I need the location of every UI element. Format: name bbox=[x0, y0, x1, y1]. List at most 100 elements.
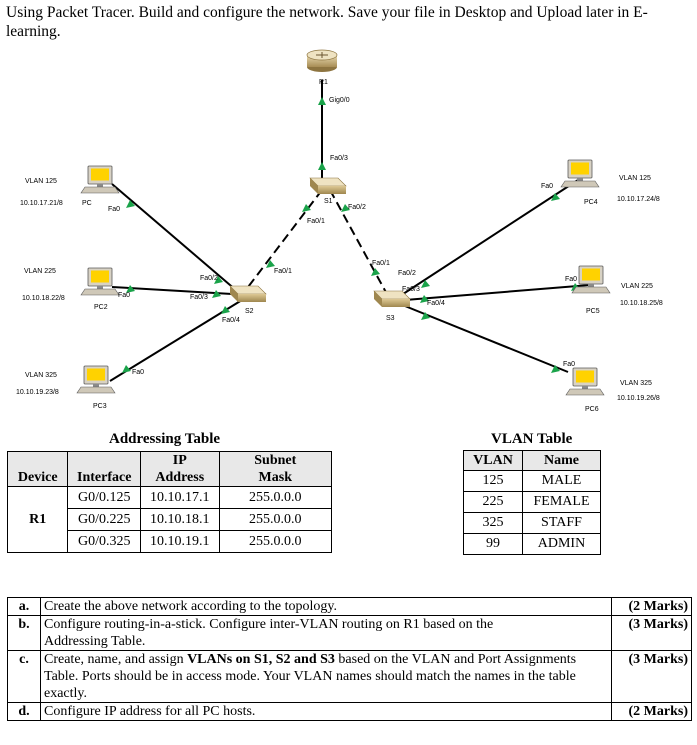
task-marks: (2 Marks) bbox=[611, 702, 692, 721]
pc-vlan-label: VLAN 225 bbox=[24, 268, 56, 275]
pc-ip-label: 10.10.17.24/8 bbox=[617, 196, 660, 203]
interface-cell: G0/0.325 bbox=[67, 530, 142, 553]
pc-ip-label: 10.10.17.21/8 bbox=[20, 200, 63, 207]
task-label: b. bbox=[7, 615, 41, 651]
pc-2-icon[interactable] bbox=[80, 267, 120, 296]
ip-cell: 10.10.17.1 bbox=[140, 486, 220, 509]
addressing-table-title: Addressing Table bbox=[109, 431, 221, 447]
link-s1-s2 bbox=[244, 189, 323, 292]
s1-port-label: Fa0/2 bbox=[348, 204, 366, 211]
links bbox=[109, 80, 591, 382]
router-port-label: Gig0/0 bbox=[329, 97, 350, 104]
pc-5-icon[interactable] bbox=[571, 265, 611, 294]
interface-cell: G0/0.125 bbox=[67, 486, 142, 509]
task-marks: (3 Marks) bbox=[611, 615, 692, 651]
ip-cell: 10.10.19.1 bbox=[140, 530, 220, 553]
link-s3-pc4 bbox=[399, 179, 579, 297]
pc-ip-label: 10.10.19.26/8 bbox=[617, 395, 660, 402]
s1-port-label: Fa0/3 bbox=[330, 155, 348, 162]
pc-vlan-label: VLAN 125 bbox=[619, 175, 651, 182]
pc-3-icon[interactable] bbox=[76, 365, 116, 394]
vlan-name-cell: STAFF bbox=[522, 512, 601, 534]
table-row: R1 G0/0.125 10.10.17.1 255.0.0.0 bbox=[6, 486, 333, 553]
tasks-table: a. Create the above network according to… bbox=[7, 597, 692, 721]
task-text: Create, name, and assign VLANs on S1, S2… bbox=[40, 650, 612, 703]
pc-name: PC3 bbox=[93, 403, 107, 410]
pc-ip-label: 10.10.19.23/8 bbox=[16, 389, 59, 396]
table-row: G0/0.325 10.10.19.1 255.0.0.0 bbox=[8, 530, 333, 553]
pc-port-label: Fa0 bbox=[563, 361, 575, 368]
link-s3-pc5 bbox=[404, 284, 591, 301]
pc-name: PC4 bbox=[584, 199, 598, 206]
mask-cell: 255.0.0.0 bbox=[218, 486, 333, 509]
network-topology-diagram: R1 Gig0/0 Fa0/3 S1 Fa0/1 Fa0/2 Fa0/1 Fa0… bbox=[16, 49, 663, 413]
task-row: a. Create the above network according to… bbox=[7, 597, 692, 616]
pc-vlan-label: VLAN 225 bbox=[621, 283, 653, 290]
task-row: c. Create, name, and assign VLANs on S1,… bbox=[7, 650, 692, 703]
s1-name: S1 bbox=[324, 198, 333, 205]
task-text: Create the above network according to th… bbox=[40, 597, 612, 616]
router-r1[interactable] bbox=[306, 49, 338, 72]
pc-port-label: Fa0 bbox=[118, 292, 130, 299]
header-interface: Interface bbox=[67, 451, 142, 487]
task-row: b. Configure routing-in-a-stick. Configu… bbox=[7, 615, 692, 651]
table-row: G0/0.225 10.10.18.1 255.0.0.0 bbox=[8, 508, 333, 531]
pc-name: PC2 bbox=[94, 304, 108, 311]
s3-name: S3 bbox=[386, 315, 395, 322]
port-indicators bbox=[122, 97, 580, 373]
mask-cell: 255.0.0.0 bbox=[218, 508, 333, 531]
task-label: d. bbox=[7, 702, 41, 721]
s1-port-label: Fa0/1 bbox=[307, 218, 325, 225]
header-device: Device bbox=[6, 451, 69, 487]
switch-s1[interactable] bbox=[309, 177, 347, 194]
pc-name: PC5 bbox=[586, 308, 600, 315]
link-pc3-s2 bbox=[109, 299, 243, 382]
pc-4-icon[interactable] bbox=[560, 159, 600, 188]
s2-port-label: Fa0/3 bbox=[190, 294, 208, 301]
ip-cell: 10.10.18.1 bbox=[140, 508, 220, 531]
task-label: c. bbox=[7, 650, 41, 703]
task-marks: (3 Marks) bbox=[611, 650, 692, 703]
vlan-id-cell: 225 bbox=[463, 491, 523, 513]
pc-port-label: Fa0 bbox=[108, 206, 120, 213]
s3-port-label: Fa0/3 bbox=[402, 286, 420, 293]
pc-vlan-label: VLAN 325 bbox=[25, 372, 57, 379]
switch-s3[interactable] bbox=[373, 290, 411, 307]
task-text: Configure IP address for all PC hosts. bbox=[40, 702, 612, 721]
s2-port-label: Fa0/4 bbox=[222, 317, 240, 324]
pc-vlan-label: VLAN 125 bbox=[25, 178, 57, 185]
vlan-name-cell: FEMALE bbox=[522, 491, 601, 513]
pc-name: PC6 bbox=[585, 406, 599, 413]
pc-6-icon[interactable] bbox=[565, 367, 605, 396]
header-vlan: VLAN bbox=[463, 450, 523, 471]
router-name: R1 bbox=[319, 79, 328, 86]
pc-1-icon[interactable] bbox=[80, 165, 120, 194]
s3-port-label: Fa0/1 bbox=[372, 260, 390, 267]
instruction-text: Using Packet Tracer. Build and configure… bbox=[6, 4, 648, 40]
header-name: Name bbox=[522, 450, 601, 471]
pc-port-label: Fa0 bbox=[541, 183, 553, 190]
vlan-id-cell: 125 bbox=[463, 470, 523, 492]
vlan-id-cell: 99 bbox=[463, 533, 523, 555]
s3-port-label: Fa0/2 bbox=[398, 270, 416, 277]
switch-s2[interactable] bbox=[229, 285, 267, 302]
pc-port-label: Fa0 bbox=[132, 369, 144, 376]
mask-cell: 255.0.0.0 bbox=[218, 530, 333, 553]
task-text: Configure routing-in-a-stick. Configure … bbox=[40, 615, 612, 651]
pc-ip-label: 10.10.18.22/8 bbox=[22, 295, 65, 302]
link-pc-s2 bbox=[111, 183, 238, 292]
pc-group bbox=[76, 159, 611, 396]
vlan-table-title: VLAN Table bbox=[491, 431, 573, 447]
interface-cell: G0/0.225 bbox=[67, 508, 142, 531]
s2-port-label: Fa0/1 bbox=[274, 268, 292, 275]
device-cell: R1 bbox=[6, 486, 69, 553]
pc-name: PC bbox=[82, 200, 92, 207]
